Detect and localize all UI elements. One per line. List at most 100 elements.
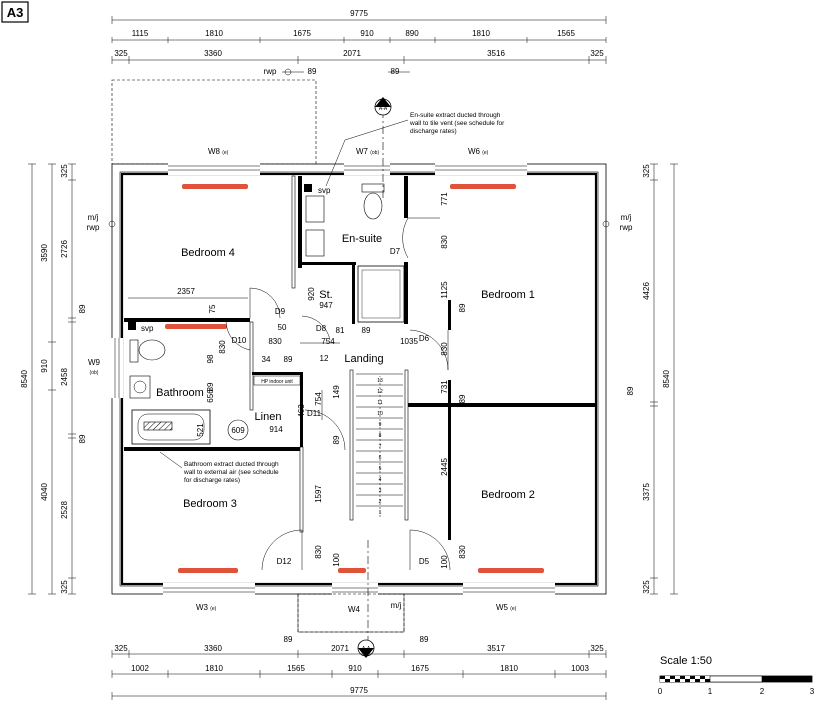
room-store: St. xyxy=(319,289,332,301)
dim-right-325b: 325 xyxy=(642,580,651,594)
dim-89-landing: 89 xyxy=(362,326,371,335)
scale-segment xyxy=(670,679,675,682)
dim-bed4-75: 75 xyxy=(208,304,217,313)
store-dim: 947 xyxy=(319,301,333,310)
dim-89-bed1: 89 xyxy=(458,303,467,312)
dim-left-4040: 4040 xyxy=(40,483,49,501)
dim-bottom-89a: 89 xyxy=(284,635,293,644)
dim-top2-3: 2071 xyxy=(343,49,361,58)
outer-walls xyxy=(111,163,607,595)
room-landing: Landing xyxy=(344,353,383,365)
ensuite-note-line2: wall to tile vent (see schedule for xyxy=(409,120,505,127)
window-w9-label: W9 xyxy=(88,358,101,367)
rwp-right: rwp xyxy=(620,223,633,232)
sheet-tag: A3 xyxy=(1,1,29,23)
scale-segment xyxy=(680,679,685,682)
stairs: 13121110987654321 xyxy=(356,373,403,517)
scale-segment xyxy=(685,676,690,679)
misc-labels: svp svp m/j rwp m/j rwp m/j HP indoor un… xyxy=(87,184,633,610)
dim-914: 914 xyxy=(269,425,283,434)
dim-830-bed2: 830 xyxy=(458,545,467,559)
dim-right-4426: 4426 xyxy=(642,282,651,300)
window-w5-label: W5 (e) xyxy=(496,603,517,612)
ensuite-note-line1: En-suite extract ducted through xyxy=(410,112,501,119)
hp-indoor-unit: HP indoor unit xyxy=(261,379,293,385)
dim-754: 754 xyxy=(321,337,335,346)
rwp-top-label: rwp xyxy=(264,67,277,76)
dim-bottom-89b: 89 xyxy=(420,635,429,644)
dim-bottom2-1: 1002 xyxy=(131,664,149,673)
dim-left-3590: 3590 xyxy=(40,244,49,262)
dim-12: 12 xyxy=(320,354,329,363)
dim-1125: 1125 xyxy=(440,281,449,299)
dim-920: 920 xyxy=(307,287,316,301)
interior-dimensions: 2357 75 50 81 89 830 754 1035 830 34 89 … xyxy=(128,192,467,569)
scale-segment xyxy=(695,676,700,679)
dim-830-bed3: 830 xyxy=(314,545,323,559)
dim-bottom2-4: 910 xyxy=(348,664,362,673)
scale-tick-2: 2 xyxy=(760,687,765,696)
room-bedroom-2: Bedroom 2 xyxy=(481,489,535,501)
dim-2445: 2445 xyxy=(440,458,449,476)
section-marker-bottom: A-A xyxy=(362,646,371,652)
dim-top-1: 1115 xyxy=(132,29,149,38)
scale-segment xyxy=(670,676,675,679)
dim-top-3: 1675 xyxy=(293,29,311,38)
cylinder-label: 609 xyxy=(231,426,245,435)
dim-top2-4: 3516 xyxy=(487,49,505,58)
scale-segment xyxy=(700,679,705,682)
scale-tick-1: 1 xyxy=(708,687,713,696)
bathroom-note: Bathroom extract ducted through wall to … xyxy=(159,451,279,484)
bathroom-note-line3: for discharge rates) xyxy=(184,477,240,484)
scale-segment xyxy=(690,679,695,682)
dim-left-2726: 2726 xyxy=(60,240,69,258)
internal-walls xyxy=(124,175,596,540)
dim-1597: 1597 xyxy=(314,485,323,503)
room-labels: Bedroom 4 En-suite Bedroom 1 Bathroom La… xyxy=(156,233,535,510)
dim-top-2: 1810 xyxy=(205,29,223,38)
dim-89-bath: 89 xyxy=(206,382,215,391)
window-labels: W8 (e) W7 (ob) W6 (e) W9 (ob) W3 (e) W4 … xyxy=(88,147,517,614)
window-w3-label: W3 (e) xyxy=(196,603,217,612)
dim-89-lnd: 89 xyxy=(284,355,293,364)
dim-left-89a: 89 xyxy=(78,304,87,313)
dim-top2-2: 3360 xyxy=(204,49,222,58)
scale-segment xyxy=(709,675,763,683)
dim-bottom2-5: 1675 xyxy=(411,664,429,673)
door-d12: D12 xyxy=(277,557,292,566)
scale-segment xyxy=(665,676,670,679)
dim-100-bed2: 100 xyxy=(440,555,449,569)
dim-34: 34 xyxy=(262,355,271,364)
dim-50: 50 xyxy=(278,323,287,332)
dim-overall-width-bottom: 9775 xyxy=(350,686,368,695)
ensuite-note-line3: discharge rates) xyxy=(410,128,457,135)
scale-segment xyxy=(695,679,700,682)
bottom-dimensions: 89 89 325 3360 2071 3517 325 1002 1810 1… xyxy=(111,594,607,700)
dim-98: 98 xyxy=(206,354,215,363)
dim-149: 149 xyxy=(332,385,341,399)
dim-754-lnd: 754 xyxy=(314,392,323,406)
stair-number: 6 xyxy=(379,455,382,461)
scale-tick-3: 3 xyxy=(810,687,815,696)
dim-top-4: 910 xyxy=(360,29,374,38)
dim-bottom1-1: 325 xyxy=(114,644,128,653)
dim-right-325a: 325 xyxy=(642,164,651,178)
ensuite-note: En-suite extract ducted through wall to … xyxy=(325,112,505,187)
dim-overall-width-top: 9775 xyxy=(350,9,368,18)
left-dimensions: 8540 3590 910 4040 325 2726 89 2458 89 2… xyxy=(20,163,87,595)
ensuite-fixtures xyxy=(305,183,405,323)
scale-segment xyxy=(680,676,685,679)
scale-segment xyxy=(675,679,680,682)
door-d6: D6 xyxy=(419,334,430,343)
svp-ensuite: svp xyxy=(318,186,331,195)
window-w6-label: W6 (e) xyxy=(468,147,489,156)
room-bathroom: Bathroom xyxy=(156,387,204,399)
window-w7-label: W7 (ob) xyxy=(356,147,379,156)
stair-number: 10 xyxy=(377,411,383,417)
door-d11: D11 xyxy=(307,409,322,418)
bathroom-note-line2: wall to external air (see schedule xyxy=(183,469,279,476)
window-w9-tag: (ob) xyxy=(90,370,99,376)
porch-outline-bottom xyxy=(297,593,405,633)
dim-100-bed3: 100 xyxy=(332,553,341,567)
